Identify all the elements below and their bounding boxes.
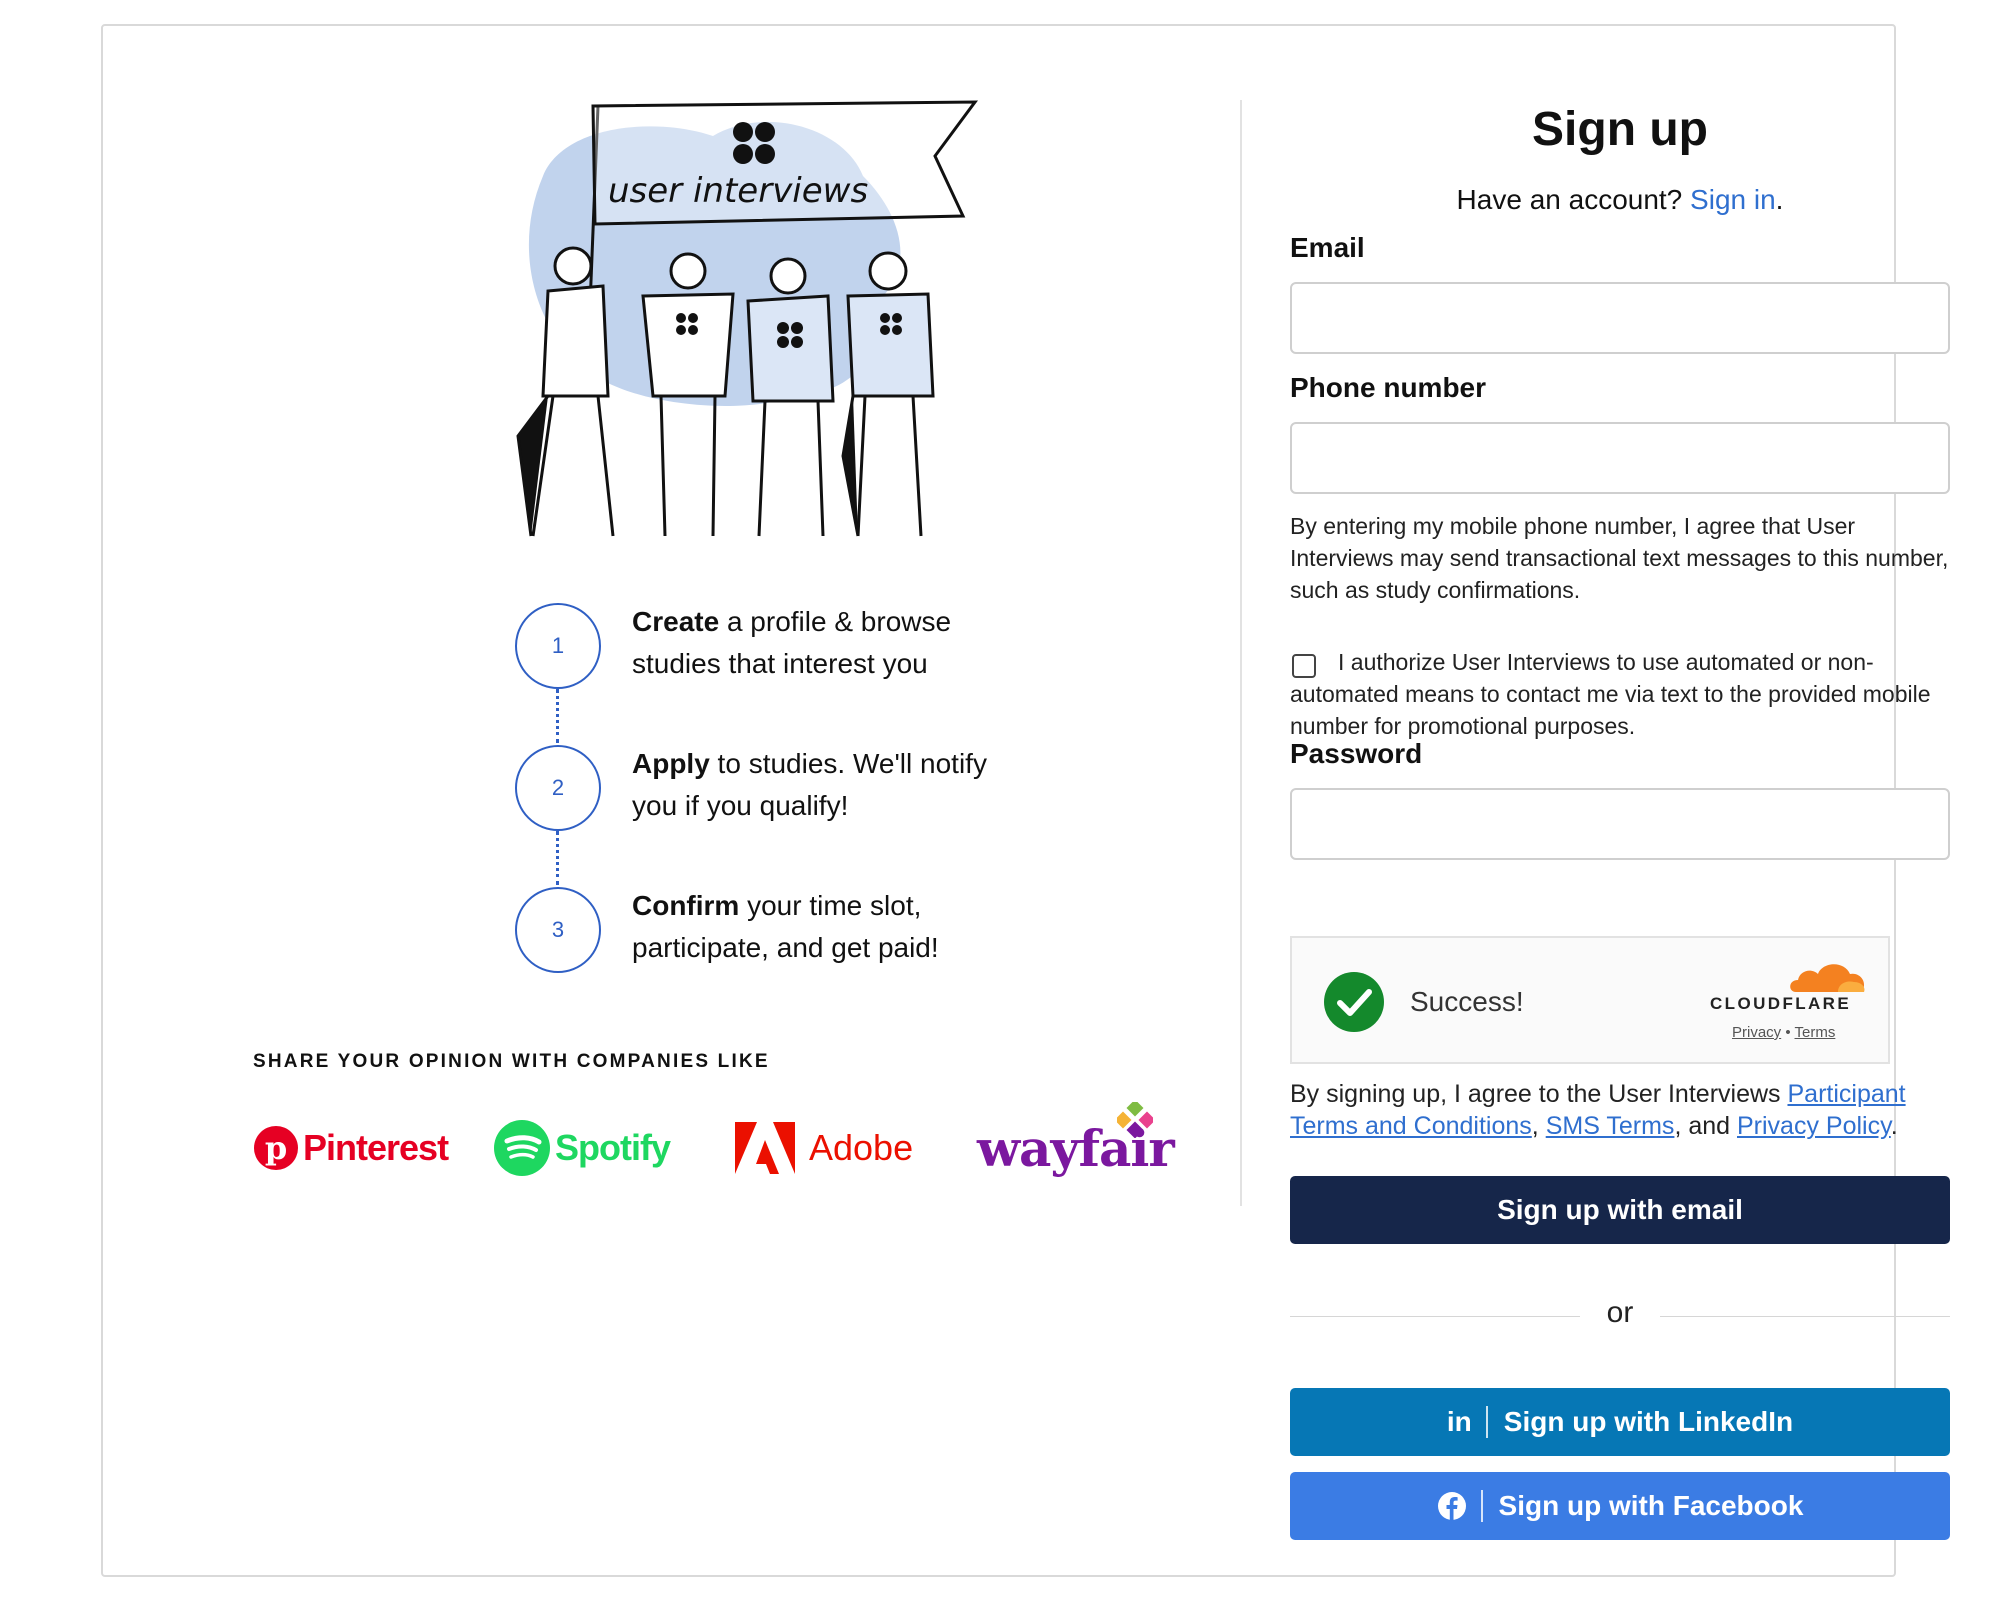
companies-label: SHARE YOUR OPINION WITH COMPANIES LIKE <box>253 1051 770 1072</box>
or-separator: or <box>1290 1296 1950 1336</box>
wayfair-icon <box>1117 1102 1153 1138</box>
sms-terms-link[interactable]: SMS Terms <box>1545 1112 1675 1140</box>
sign-in-link[interactable]: Sign in <box>1690 184 1776 215</box>
step-number-1: 1 <box>515 603 601 689</box>
signup-card: user interviews <box>101 24 1950 1577</box>
phone-field[interactable] <box>1290 422 1950 494</box>
step-2-text: Apply to studies. We'll notify you if yo… <box>632 743 1032 827</box>
sign-up-email-button[interactable]: Sign up with email <box>1290 1176 1950 1244</box>
email-field[interactable] <box>1290 282 1950 354</box>
adobe-logo: Adobe <box>735 1108 913 1188</box>
or-text: or <box>1606 1296 1634 1329</box>
have-account-period: . <box>1775 184 1784 215</box>
cloudflare-links: Privacy • Terms <box>1732 1024 1835 1041</box>
participant-terms-link[interactable]: Participant Terms and Conditions <box>1290 1080 1906 1140</box>
sign-up-facebook-label: Sign up with Facebook <box>1498 1490 1804 1521</box>
banner-logo-icon <box>733 122 775 164</box>
cloudflare-terms-link[interactable]: Terms <box>1794 1024 1836 1041</box>
promo-consent-checkbox[interactable] <box>1292 654 1316 678</box>
vertical-divider <box>1240 100 1242 1206</box>
pinterest-icon: p <box>254 1126 298 1170</box>
phone-label: Phone number <box>1290 372 1487 403</box>
user-interviews-illustration: user interviews <box>503 96 1003 556</box>
or-line-right <box>1660 1316 1950 1317</box>
phone-note: By entering my mobile phone number, I ag… <box>1290 513 1949 603</box>
spotify-icon <box>494 1120 550 1176</box>
sign-up-linkedin-label: Sign up with LinkedIn <box>1503 1406 1794 1437</box>
legal-end: . <box>1890 1112 1898 1140</box>
sign-up-linkedin-button[interactable]: in Sign up with LinkedIn <box>1290 1388 1950 1456</box>
facebook-icon <box>1437 1491 1467 1521</box>
consent-text: I authorize User Interviews to use autom… <box>1290 649 1931 739</box>
captcha-status: Success! <box>1410 986 1524 1017</box>
step-1-rest: a profile & browse studies that interest… <box>632 606 952 679</box>
crowd-with-banner-illustration: user interviews <box>516 100 979 537</box>
pinterest-logo: p Pinterest <box>253 1108 449 1188</box>
svg-text:user interviews: user interviews <box>608 171 868 211</box>
spotify-logo: Spotify <box>493 1108 671 1188</box>
email-label: Email <box>1290 232 1365 263</box>
svg-text:p: p <box>265 1129 287 1167</box>
privacy-policy-link[interactable]: Privacy Policy <box>1737 1112 1891 1140</box>
cloudflare-brand: CLOUDFLARE <box>1710 994 1852 1013</box>
password-field[interactable] <box>1290 788 1950 860</box>
legal-text: By signing up, I agree to the User Inter… <box>1290 1078 1950 1142</box>
spotify-wordmark: Spotify <box>555 1127 671 1168</box>
cloudflare-captcha-widget: Success! CLOUDFLARE Privacy • Terms <box>1290 936 1890 1064</box>
step-2-rest: to studies. We'll notify you if you qual… <box>632 748 987 821</box>
step-2-bold: Apply <box>632 748 710 779</box>
step-connector <box>556 689 559 743</box>
have-account-label: Have an account? <box>1456 184 1691 215</box>
success-check-icon <box>1324 972 1384 1032</box>
adobe-icon <box>735 1122 795 1174</box>
step-number-3: 3 <box>515 887 601 973</box>
step-1-text: Create a profile & browse studies that i… <box>632 601 1032 685</box>
step-1-bold: Create <box>632 606 720 637</box>
step-3-rest: your time slot, participate, and get pai… <box>632 890 939 963</box>
have-account-text: Have an account? Sign in. <box>1290 184 1950 216</box>
legal-comma: , <box>1531 1112 1546 1140</box>
cloudflare-links-separator: • <box>1781 1024 1795 1041</box>
password-label: Password <box>1290 738 1423 769</box>
page-title: Sign up <box>1532 103 1708 156</box>
sign-up-facebook-button[interactable]: Sign up with Facebook <box>1290 1472 1950 1540</box>
legal-and: , and <box>1674 1112 1737 1140</box>
cloudflare-privacy-link[interactable]: Privacy <box>1732 1024 1782 1041</box>
steps-list: 1 Create a profile & browse studies that… <box>515 601 1035 981</box>
linkedin-icon: in <box>1446 1406 1472 1437</box>
button-separator <box>1480 1490 1483 1522</box>
pinterest-wordmark: Pinterest <box>303 1127 449 1168</box>
adobe-wordmark: Adobe <box>809 1127 914 1168</box>
wayfair-logo: wayfair <box>977 1102 1175 1188</box>
legal-prefix: By signing up, I agree to the User Inter… <box>1290 1080 1788 1108</box>
cloudflare-cloud-icon <box>1790 964 1865 992</box>
step-3-bold: Confirm <box>632 890 740 921</box>
button-separator <box>1485 1406 1488 1438</box>
company-logos: p Pinterest Spotify Adobe wayfair <box>253 1102 1175 1188</box>
or-line-left <box>1290 1316 1580 1317</box>
step-connector <box>556 831 559 885</box>
step-3-text: Confirm your time slot, participate, and… <box>632 885 1032 969</box>
sign-up-email-label: Sign up with email <box>1497 1194 1743 1225</box>
step-number-2: 2 <box>515 745 601 831</box>
